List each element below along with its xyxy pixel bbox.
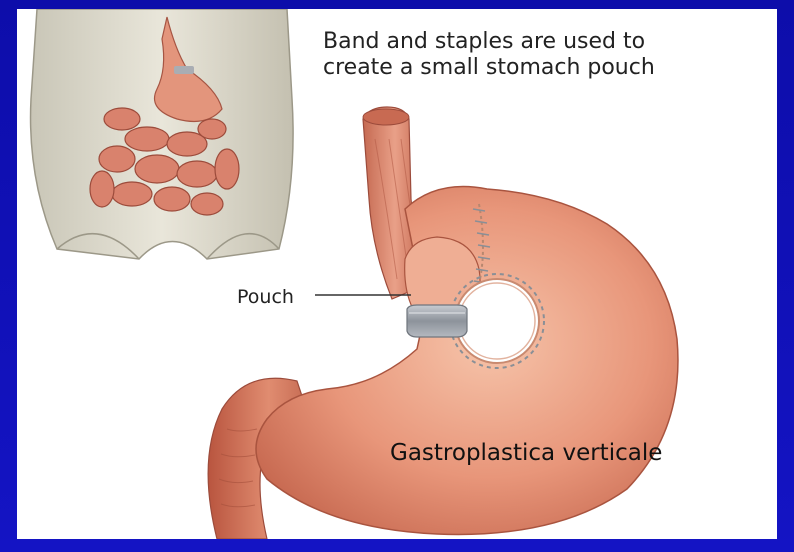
- pouch-label: Pouch: [237, 286, 294, 308]
- diagram-caption: Band and staples are used to create a sm…: [323, 29, 763, 81]
- torso-illustration: [31, 9, 294, 259]
- caption-line-1: Band and staples are used to: [323, 29, 763, 55]
- illustration-panel: Band and staples are used to create a sm…: [17, 9, 777, 539]
- caption-line-2: create a small stomach pouch: [323, 55, 763, 81]
- stomach-illustration: [256, 187, 678, 535]
- procedure-label: Gastroplastica verticale: [390, 440, 662, 466]
- gastric-band-icon: [407, 305, 467, 337]
